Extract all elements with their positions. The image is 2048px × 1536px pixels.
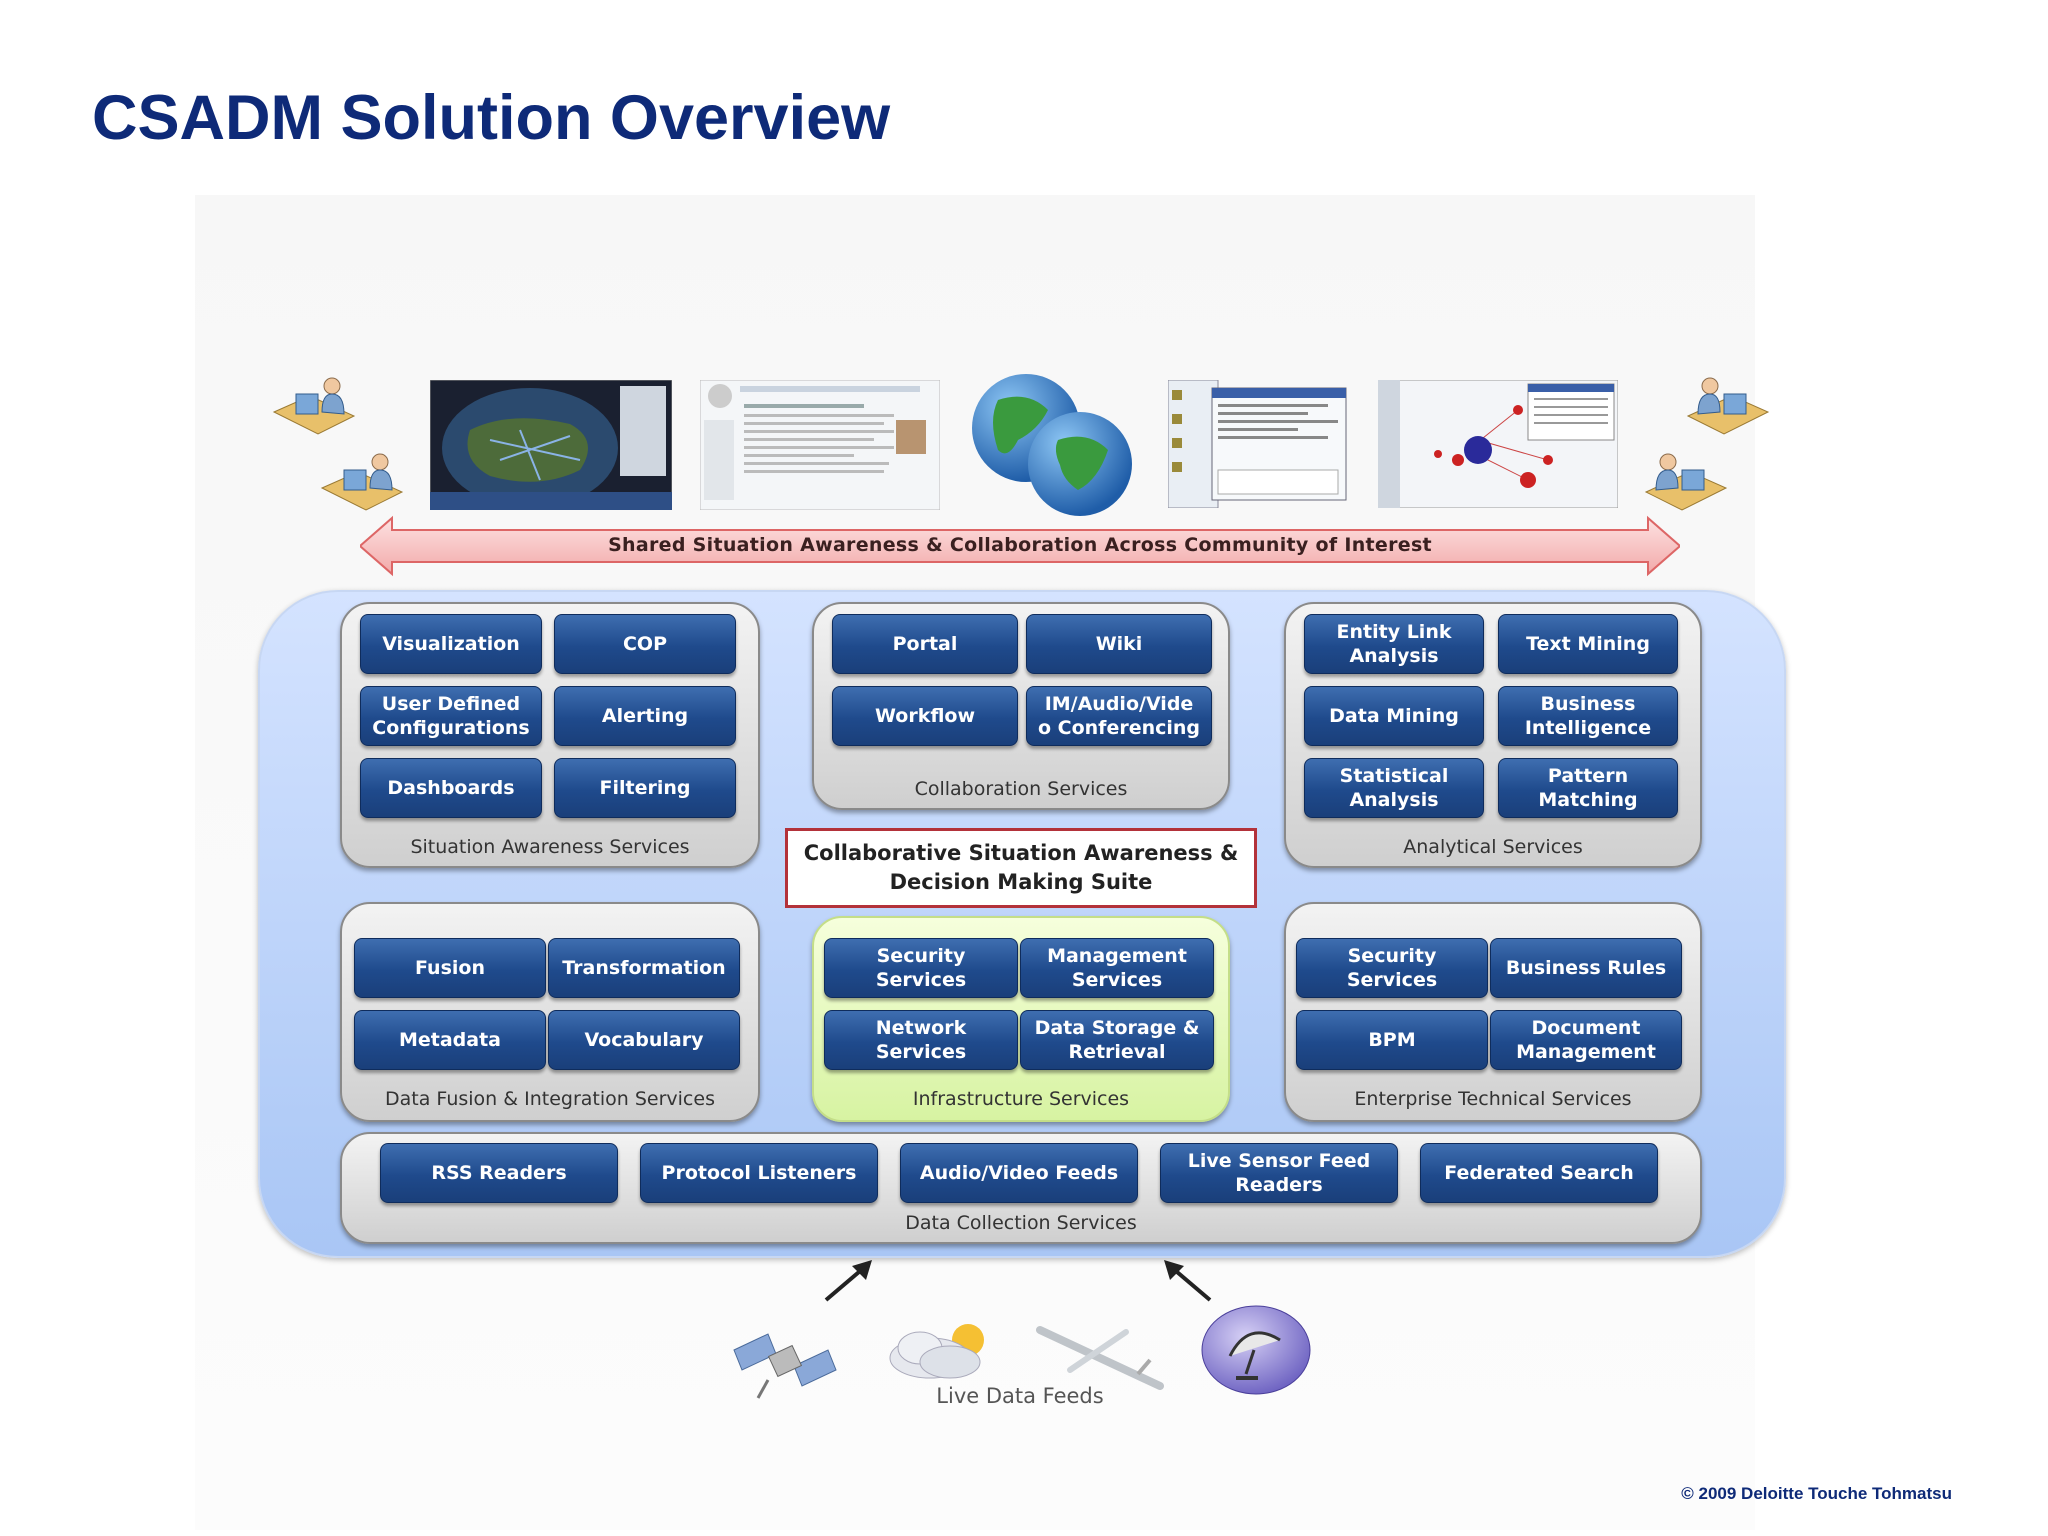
suite-name-box: Collaborative Situation Awareness & Deci… [785,828,1257,908]
network-services-button[interactable]: Network Services [824,1010,1018,1070]
dashboards-button[interactable]: Dashboards [360,758,542,818]
awareness-double-arrow [360,515,1680,577]
feed-arrow-icon [1164,1260,1212,1302]
entity-link-analysis-button[interactable]: Entity Link Analysis [1304,614,1484,674]
aircraft-icon [1036,1326,1164,1390]
group-label: Infrastructure Services [912,1088,1130,1110]
group-label: Analytical Services [1403,836,1583,858]
copyright-footer: © 2009 Deloitte Touche Tohmatsu [1681,1484,1952,1503]
cop-button[interactable]: COP [554,614,736,674]
wiki-button[interactable]: Wiki [1026,614,1212,674]
awareness-banner-label: Shared Situation Awareness & Collaborati… [608,534,1432,556]
group-label: Collaboration Services [914,778,1128,800]
rss-readers-button[interactable]: RSS Readers [380,1143,618,1203]
business-rules-button[interactable]: Business Rules [1490,938,1682,998]
enterprise-security-services-button[interactable]: Security Services [1296,938,1488,998]
text-mining-button[interactable]: Text Mining [1498,614,1678,674]
user-defined-configurations-button[interactable]: User Defined Configurations [360,686,542,746]
protocol-listeners-button[interactable]: Protocol Listeners [640,1143,878,1203]
bpm-button[interactable]: BPM [1296,1010,1488,1070]
user-workstation-icon [320,453,404,511]
wiki-screenshot-icon [700,380,940,510]
live-sensor-feed-readers-button[interactable]: Live Sensor Feed Readers [1160,1143,1398,1203]
page-title: CSADM Solution Overview [92,83,891,153]
satellite-icon [733,1333,837,1399]
live-data-feeds-label: Live Data Feeds [936,1384,1104,1408]
map-screenshot-icon [430,380,672,510]
user-workstation-icon [272,377,356,435]
user-workstation-icon [1644,453,1728,511]
im-audio-video-conferencing-button[interactable]: IM/Audio/Vide o Conferencing [1026,686,1212,746]
visualization-button[interactable]: Visualization [360,614,542,674]
user-workstation-icon [1686,377,1770,435]
infrastructure-security-services-button[interactable]: Security Services [824,938,1018,998]
globe-icon [972,374,1132,516]
metadata-button[interactable]: Metadata [354,1010,546,1070]
transformation-button[interactable]: Transformation [548,938,740,998]
data-storage-retrieval-button[interactable]: Data Storage & Retrieval [1020,1010,1214,1070]
feed-arrow-icon [824,1260,872,1302]
radar-dish-icon [1201,1305,1311,1395]
pattern-matching-button[interactable]: Pattern Matching [1498,758,1678,818]
document-management-button[interactable]: Document Management [1490,1010,1682,1070]
vocabulary-button[interactable]: Vocabulary [548,1010,740,1070]
cloud-sun-icon [889,1324,984,1379]
federated-search-button[interactable]: Federated Search [1420,1143,1658,1203]
group-label: Data Fusion & Integration Services [385,1088,715,1110]
group-label: Situation Awareness Services [410,836,690,858]
group-label: Data Collection Services [905,1212,1137,1234]
statistical-analysis-button[interactable]: Statistical Analysis [1304,758,1484,818]
link-analysis-screenshot-icon [1378,380,1618,508]
business-intelligence-button[interactable]: Business Intelligence [1498,686,1678,746]
workflow-button[interactable]: Workflow [832,686,1018,746]
chat-screenshot-icon [1168,380,1347,508]
audio-video-feeds-button[interactable]: Audio/Video Feeds [900,1143,1138,1203]
management-services-button[interactable]: Management Services [1020,938,1214,998]
filtering-button[interactable]: Filtering [554,758,736,818]
data-mining-button[interactable]: Data Mining [1304,686,1484,746]
fusion-button[interactable]: Fusion [354,938,546,998]
portal-button[interactable]: Portal [832,614,1018,674]
group-label: Enterprise Technical Services [1354,1088,1632,1110]
alerting-button[interactable]: Alerting [554,686,736,746]
